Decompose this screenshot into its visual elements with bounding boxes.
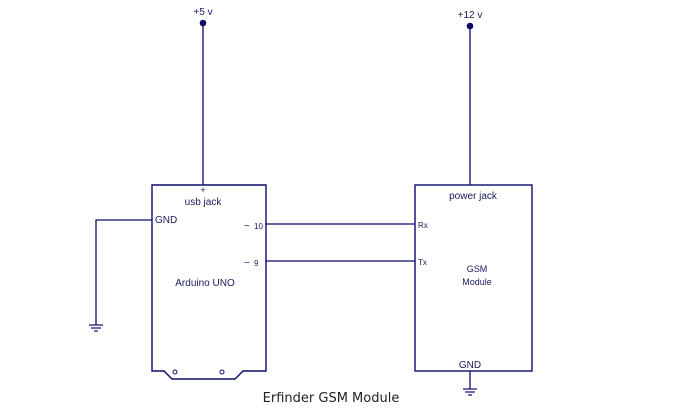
arduino-block: + usb jack GND ~ 10 ~ 9 Arduino UNO <box>151 184 267 380</box>
gsm-tx-label: Tx <box>418 258 427 267</box>
supply-5v: +5 v <box>193 7 213 185</box>
supply-12v: +12 v <box>458 10 483 185</box>
gsm-block: power jack Rx Tx GSM Module GND <box>414 184 533 372</box>
ground-icon <box>89 324 103 332</box>
mount-hole-icon <box>219 369 225 375</box>
arduino-plus-mark: + <box>200 185 205 195</box>
gsm-outline <box>414 184 533 372</box>
arduino-outline <box>151 184 267 380</box>
wire-arduino-gnd <box>95 219 152 325</box>
pin-10-label: 10 <box>254 222 263 231</box>
mount-hole-icon <box>172 369 178 375</box>
ground-icon <box>463 388 477 396</box>
arduino-usb-jack-label: usb jack <box>185 197 223 208</box>
arduino-name: Arduino UNO <box>175 278 235 289</box>
arduino-gnd-label: GND <box>155 215 177 226</box>
pin-9-label: 9 <box>254 259 259 268</box>
supply-12v-label: +12 v <box>458 10 483 21</box>
supply-5v-label: +5 v <box>193 7 212 18</box>
gsm-power-jack-label: power jack <box>449 191 498 202</box>
gsm-gnd-label: GND <box>459 360 481 371</box>
pin-9-symbol: ~ <box>244 258 250 269</box>
diagram-caption: Erfinder GSM Module <box>263 391 400 406</box>
pin-10-symbol: ~ <box>244 221 250 232</box>
gsm-name-line1: GSM <box>467 264 488 274</box>
gsm-rx-label: Rx <box>418 221 428 230</box>
gsm-name-line2: Module <box>462 277 492 287</box>
